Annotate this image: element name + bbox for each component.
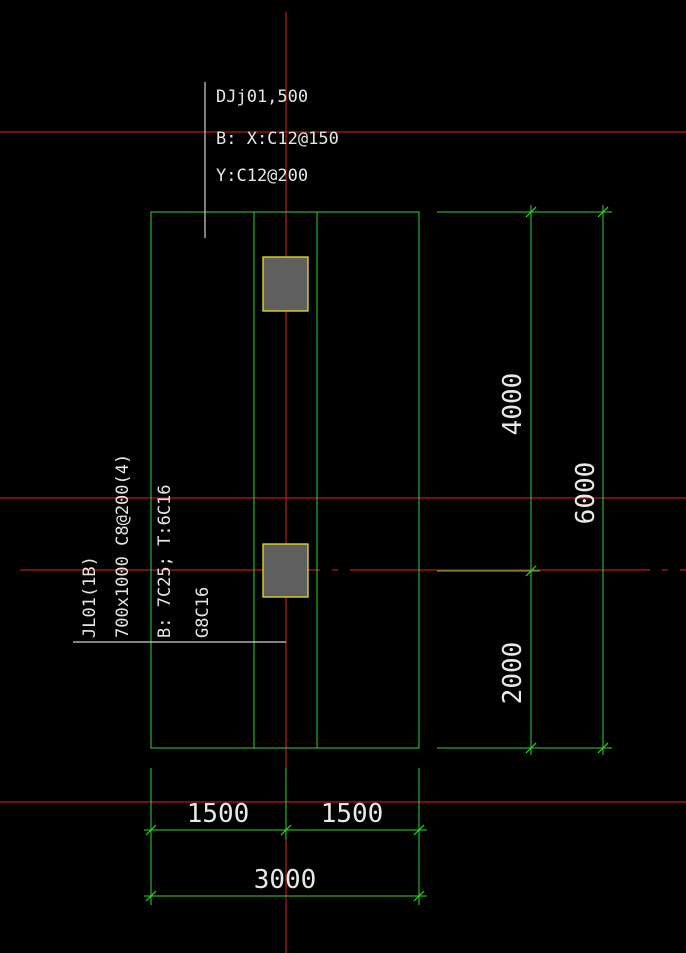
dim-tick [525, 565, 537, 577]
foundation-label-line2: B: X:C12@150 [216, 129, 339, 149]
foundation-annotation[interactable]: DJj01,500 B: X:C12@150 Y:C12@200 [204, 82, 339, 238]
column-lower[interactable] [262, 543, 309, 598]
dim-right-upper: 4000 [498, 373, 528, 436]
beam-label-line3: B: 7C25; T:6C16 [155, 484, 175, 638]
foundation[interactable] [150, 211, 420, 749]
dim-tick [413, 890, 425, 902]
foundation-label-line3: Y:C12@200 [216, 166, 308, 186]
dim-tick [597, 206, 609, 218]
dim-bottom-total: 3000 [254, 865, 317, 895]
dim-bottom-right: 1500 [321, 799, 384, 829]
foundation-label-line1: DJj01,500 [216, 87, 308, 107]
dim-tick [525, 206, 537, 218]
foundation-outline[interactable] [150, 211, 420, 749]
dim-tick [145, 824, 157, 836]
column-upper[interactable] [262, 256, 309, 312]
dim-tick [597, 742, 609, 754]
dim-right-total: 6000 [571, 462, 601, 525]
dim-bottom-left: 1500 [187, 799, 250, 829]
beam-label-line2: 700x1000 C8@200(4) [113, 454, 133, 638]
axis-lines [0, 12, 686, 953]
beam-label-line1: JL01(1B) [80, 556, 100, 638]
beam-label-line4: G8C16 [193, 587, 213, 638]
right-dimensions[interactable]: 4000 2000 6000 [437, 205, 612, 755]
dim-right-lower: 2000 [498, 642, 528, 705]
bottom-dimensions[interactable]: 1500 1500 3000 [144, 768, 427, 905]
dim-tick [413, 824, 425, 836]
dim-tick [280, 824, 292, 836]
beam-annotation[interactable]: JL01(1B) 700x1000 C8@200(4) B: 7C25; T:6… [73, 454, 286, 643]
dim-tick [525, 742, 537, 754]
dim-tick [145, 890, 157, 902]
